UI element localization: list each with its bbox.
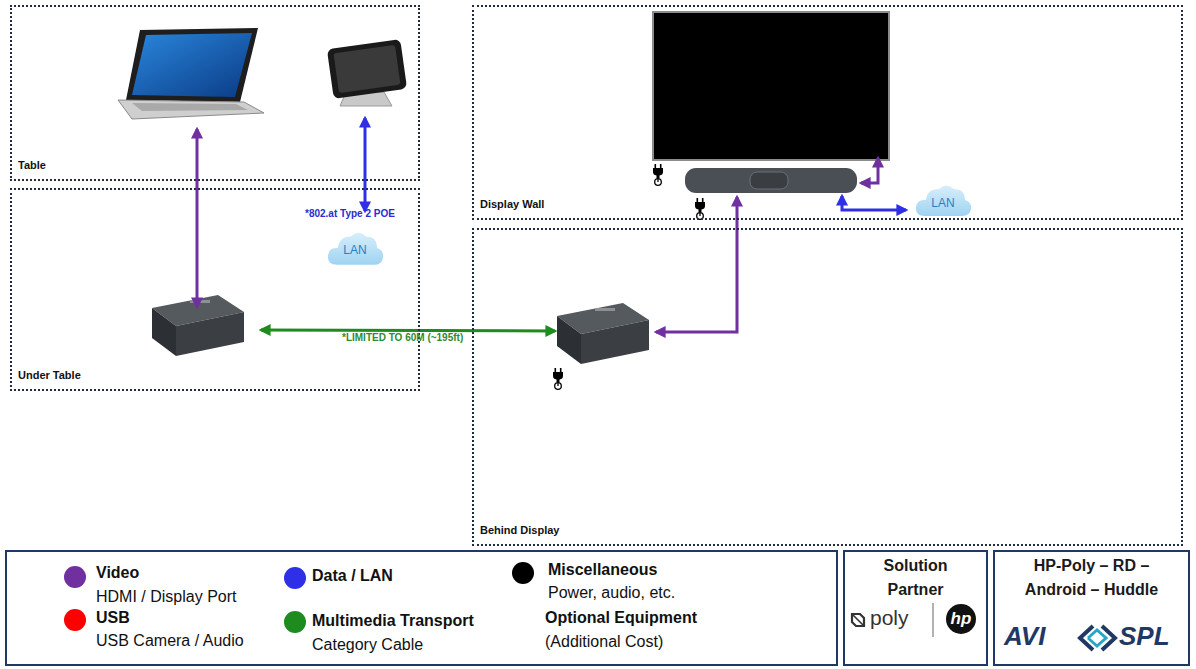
cloud-label: LAN: [913, 196, 973, 210]
legend-heading: Data / LAN: [312, 567, 393, 585]
laptop-screen-bezel: [126, 28, 258, 102]
zone-label: Under Table: [18, 369, 81, 381]
zone-region: Display Wall LAN: [472, 5, 1183, 220]
laptop-base: [118, 100, 264, 119]
legend-frame: [6, 551, 837, 665]
laptop-keyboard: [132, 103, 248, 111]
lan-link: [842, 196, 906, 210]
power-plug-icon: [653, 164, 663, 185]
poly-logo-shape: [852, 614, 864, 626]
extender-front: [152, 308, 176, 356]
logo-divider: [932, 603, 934, 637]
legend-heading: Video: [96, 564, 139, 582]
extender-front: [557, 316, 581, 364]
tablet-body: [327, 39, 407, 99]
zone-label: Table: [18, 159, 46, 171]
avi-spl-chevron: [1080, 626, 1093, 650]
poly-logo-mark: [852, 614, 864, 626]
zone-label: Behind Display: [480, 524, 559, 536]
extender-logo: [595, 308, 615, 311]
video-link: [656, 197, 737, 332]
video-bar: [685, 168, 857, 193]
zone-region: Table: [10, 5, 420, 181]
legend-swatch: [284, 611, 306, 633]
power-plug-icon: [553, 368, 563, 389]
video-link: [196, 129, 199, 307]
lan-link: [364, 118, 367, 211]
video-link: [861, 158, 878, 183]
laptop-screen: [132, 33, 252, 97]
video-bar-camera: [750, 172, 788, 189]
legend-swatch: [512, 562, 534, 584]
extender-side: [176, 312, 244, 356]
zone-label: Display Wall: [480, 198, 544, 210]
legend-heading: Multimedia Transport: [312, 612, 474, 630]
legend-description: Category Cable: [312, 636, 423, 654]
legend-description: Power, audio, etc.: [548, 584, 675, 602]
note-text: *802.at Type 2 POE: [305, 208, 395, 219]
cloud-label: LAN: [325, 243, 385, 257]
power-plug-icon: [695, 198, 705, 219]
display-screen: [653, 12, 889, 160]
box-title: Solution Partner: [870, 554, 961, 602]
legend-heading: USB: [96, 609, 130, 627]
legend-description: USB Camera / Audio: [96, 632, 244, 650]
zone-region: Behind Display: [472, 228, 1183, 546]
legend-swatch: [284, 567, 306, 589]
poly-logo-shape: [852, 614, 864, 626]
extender-logo: [190, 300, 210, 303]
lan-cloud: LAN: [913, 179, 973, 219]
box-title: HP-Poly – RD – Android – Huddle: [1005, 554, 1178, 602]
tablet-screen: [334, 45, 401, 93]
avi-spl-chevron: [1088, 630, 1106, 646]
legend-description: (Additional Cost): [545, 633, 663, 651]
lan-cloud: LAN: [325, 226, 385, 268]
legend-description: HDMI / Display Port: [96, 588, 236, 606]
category-cable-link: [261, 330, 555, 331]
extender-box: [557, 303, 649, 364]
logo-text: hp: [946, 604, 976, 634]
legend-heading: Miscellaneous: [548, 561, 657, 579]
logo-text: SPL: [1119, 621, 1170, 652]
legend-swatch: [64, 566, 86, 588]
logo-text: poly: [870, 606, 909, 630]
note-text: *LIMITED TO 60M (~195ft): [342, 332, 463, 343]
extender-side: [581, 320, 649, 364]
logo-text: AVI: [1004, 621, 1045, 652]
legend-swatch: [64, 609, 86, 631]
legend-heading: Optional Equipment: [545, 609, 697, 627]
